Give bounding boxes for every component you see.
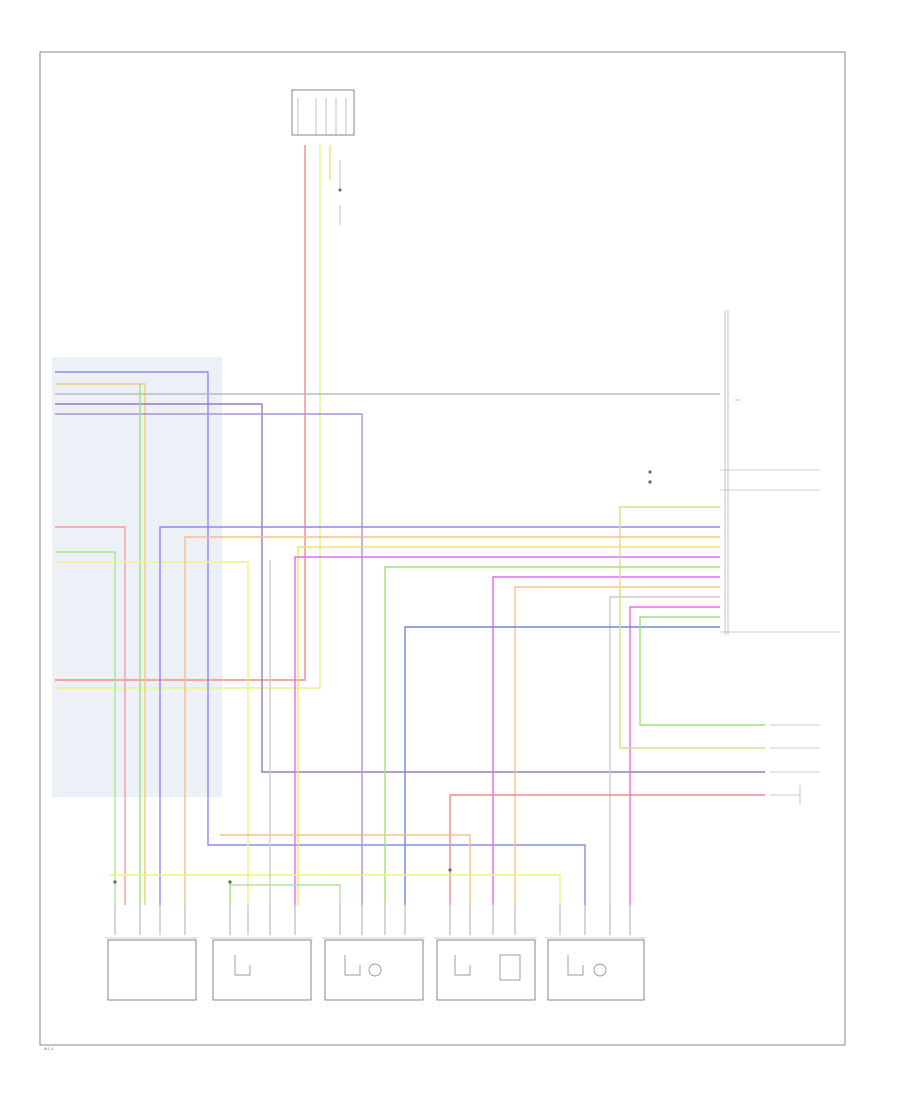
component-box-1 <box>107 939 197 1001</box>
wire-green-2 <box>55 551 116 905</box>
wire-red-lower <box>449 794 765 905</box>
wire-green-right <box>384 566 720 905</box>
wire-yellow-lower <box>110 874 561 905</box>
wire-yellow-right <box>297 546 720 905</box>
component-box-2 <box>212 939 312 1001</box>
splice-dot <box>648 470 652 474</box>
wire-yellow-1 <box>55 383 146 905</box>
component-box-5 <box>547 939 645 1001</box>
diagram-frame <box>39 51 846 1046</box>
pin-ticks <box>114 905 631 935</box>
wire-purple-2 <box>55 413 363 905</box>
wire-gray-right <box>609 596 720 905</box>
splice-dot <box>648 480 652 484</box>
bottom-components <box>105 937 646 1001</box>
page-reference: W.1-4 <box>44 1047 53 1051</box>
wire-pink-right-2 <box>492 576 720 905</box>
wire-green-right-2 <box>639 616 765 726</box>
wire-green-lower <box>230 884 341 905</box>
wire-orange-right-2 <box>514 586 720 905</box>
wire-blue-right <box>159 526 720 905</box>
splice-dot <box>113 880 117 884</box>
wire-blue-right-2 <box>404 626 720 905</box>
right-lower-terminals <box>770 724 820 805</box>
wire-red-main <box>55 145 306 681</box>
wire-yellow-main <box>55 145 321 689</box>
component-box-4 <box>436 939 536 1001</box>
harness-shade-left <box>52 357 222 797</box>
wire-pink-right-3 <box>629 606 720 905</box>
component-box-3 <box>324 939 424 1001</box>
wire-orange-right <box>184 536 720 905</box>
wire-pink-right <box>294 556 720 905</box>
wire-purple-1 <box>55 403 765 773</box>
ground-symbol-top <box>338 160 342 225</box>
wire-orange-lower <box>220 834 471 905</box>
wire-yellow-right-2 <box>619 506 765 749</box>
wire-red-2 <box>55 526 126 905</box>
top-connector-body <box>291 89 355 136</box>
wire-blue-1 <box>55 371 586 905</box>
top-connector <box>291 89 355 136</box>
right-connector <box>720 310 840 635</box>
wire-yellow-2 <box>55 561 249 905</box>
wire-harness <box>55 145 765 905</box>
splice-dot <box>448 868 452 872</box>
splice-dot <box>228 880 232 884</box>
